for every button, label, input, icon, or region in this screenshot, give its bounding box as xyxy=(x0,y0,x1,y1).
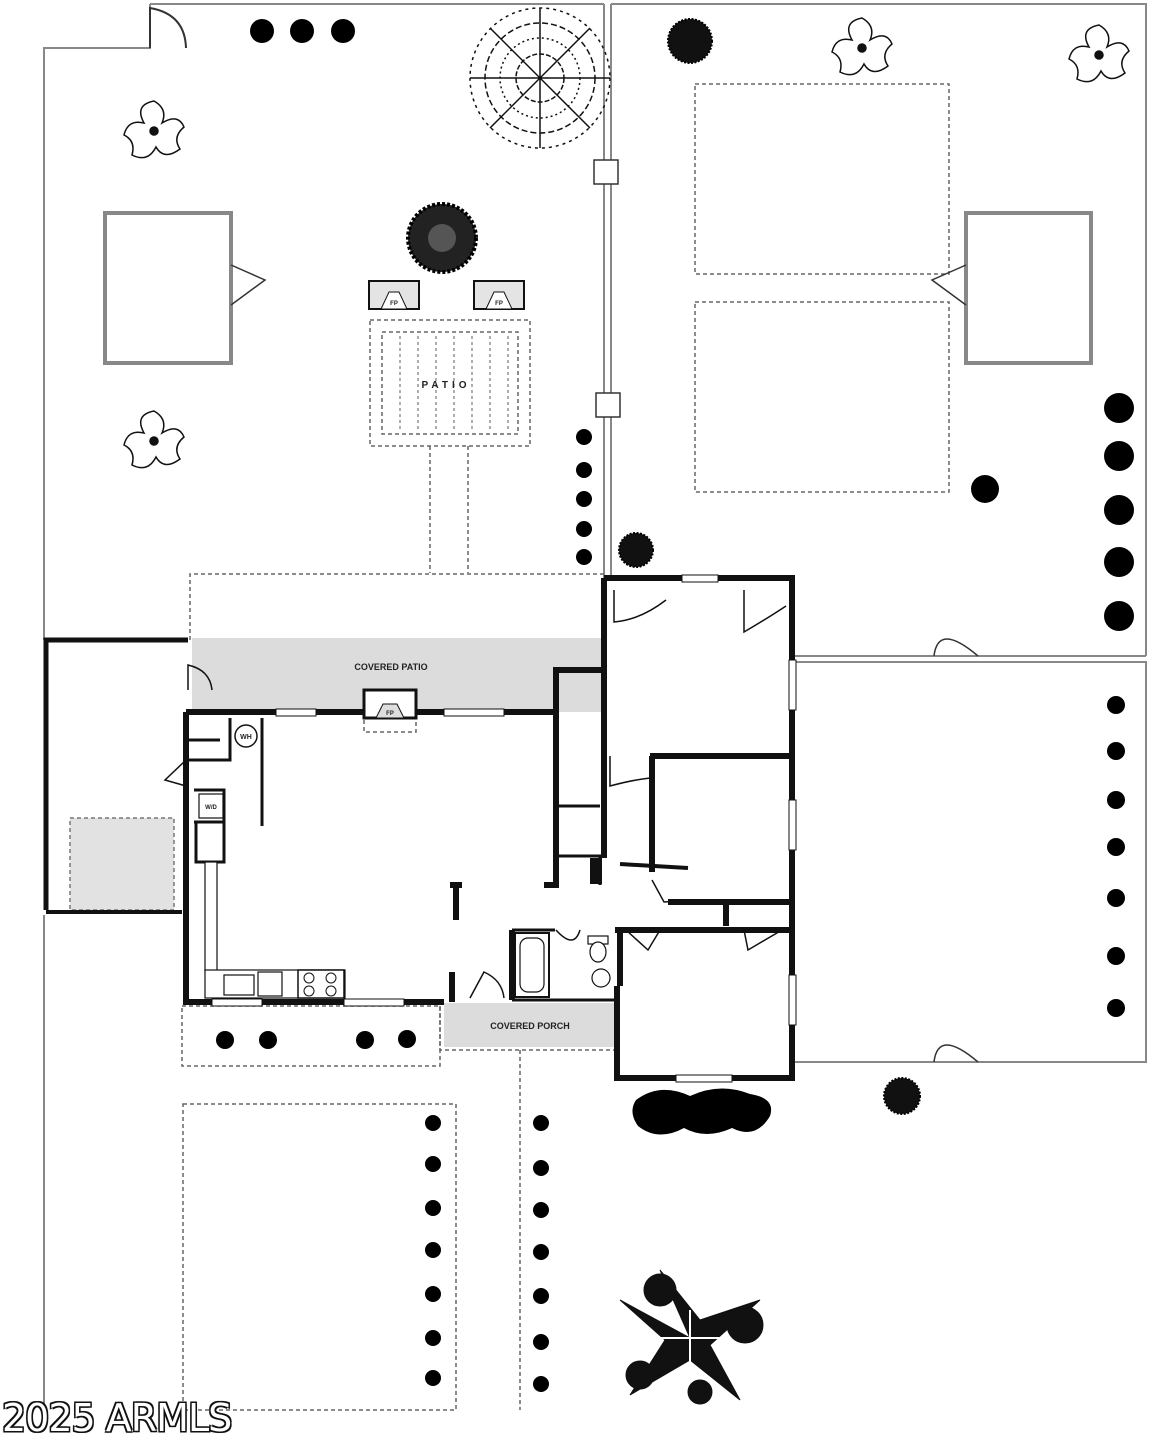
outdoor-fireplace: FP xyxy=(368,280,420,310)
tree-icon xyxy=(469,7,611,149)
shed-left xyxy=(103,211,267,365)
bathtub-icon xyxy=(514,932,550,998)
interior-walls-thin xyxy=(186,718,689,1002)
washer-dryer-label: W/D xyxy=(205,805,217,811)
fireplace-label: FP xyxy=(390,301,398,307)
shed-right xyxy=(930,211,1093,365)
post xyxy=(593,159,619,185)
flower-icon xyxy=(123,17,1130,469)
fireplace-label: FP xyxy=(495,301,503,307)
toilet-icon xyxy=(587,935,609,963)
gate-door-swing-icon xyxy=(933,1044,979,1063)
indoor-fireplace: FP xyxy=(362,688,418,720)
post xyxy=(595,392,621,418)
dashed-features xyxy=(181,83,950,1411)
patio-pergola xyxy=(399,336,509,430)
bush-icon xyxy=(618,18,921,1115)
covered-porch-label: COVERED PORCH xyxy=(490,1021,570,1031)
shrub-icon xyxy=(216,19,1134,1392)
fireplace-label: FP xyxy=(386,711,394,717)
patio-label: PATIO xyxy=(421,380,470,391)
bush-icon xyxy=(428,224,456,252)
covered-porch xyxy=(444,1003,616,1047)
sink-icon xyxy=(591,968,611,988)
watermark: 2025 ARMLS xyxy=(2,1396,232,1440)
closet-fixture xyxy=(590,858,602,884)
door-swing-icon xyxy=(163,590,787,999)
garage xyxy=(43,637,188,914)
outdoor-fireplace: FP xyxy=(473,280,525,310)
range-icon xyxy=(297,969,345,999)
gate-door-swing-icon xyxy=(149,6,187,49)
washer-dryer-icon: W/D xyxy=(198,793,224,819)
hedge-icon xyxy=(632,1088,772,1135)
windows xyxy=(211,574,797,1083)
gate-door-swing-icon xyxy=(933,638,979,657)
water-heater-label: WH xyxy=(240,734,252,741)
covered-patio-label: COVERED PATIO xyxy=(354,662,427,672)
property-lines xyxy=(43,3,1147,1410)
water-heater-icon: WH xyxy=(234,724,258,748)
tree-icon xyxy=(619,1269,764,1405)
